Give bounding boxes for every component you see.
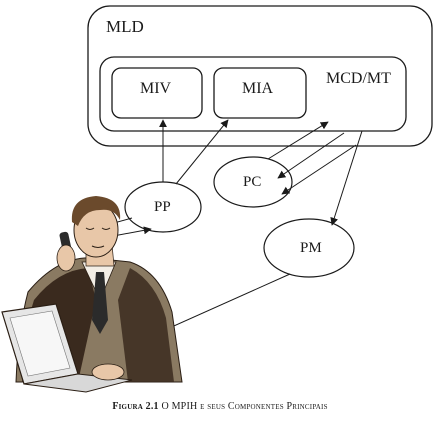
mcd-mt-label: MCD/MT [326, 70, 391, 87]
edge-pp-mia [175, 119, 229, 185]
pm-label: PM [300, 240, 322, 256]
figure-caption: Figura 2.1 O MPIH e seus Componentes Pri… [0, 401, 440, 412]
miv-box [111, 67, 203, 119]
edge-mcd-pc-2 [281, 144, 357, 195]
miv-label: MIV [140, 80, 172, 97]
mia-label: MIA [242, 80, 274, 97]
mia-box [213, 67, 307, 119]
figure-caption-text: O MPIH e seus Componentes Principais [161, 401, 328, 412]
edge-pc-mcd [267, 121, 329, 160]
pp-label: PP [154, 199, 171, 215]
pc-label: PC [243, 174, 262, 190]
figure-number: Figura 2.1 [112, 401, 159, 412]
edge-mcd-pc-1 [277, 132, 345, 179]
mcd-mt-box [99, 56, 407, 132]
edge-mcd-pm [330, 130, 363, 226]
user-illustration [1, 196, 183, 393]
pm-ellipse [263, 218, 355, 278]
mld-label: MLD [106, 17, 144, 36]
mld-box [87, 5, 433, 147]
pc-ellipse [213, 156, 293, 208]
